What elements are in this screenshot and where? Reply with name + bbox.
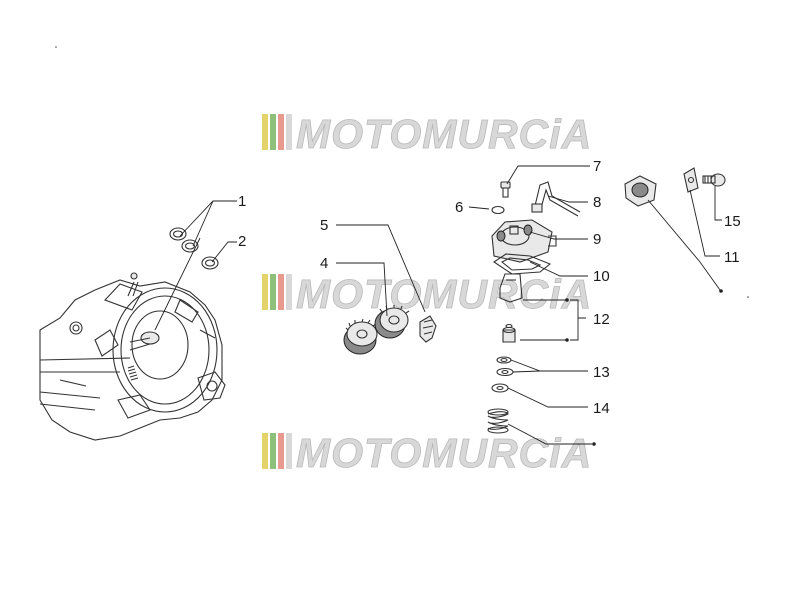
leader-line-7 — [506, 165, 590, 185]
washer-part-14 — [491, 383, 509, 393]
leader-line-1 — [154, 200, 237, 331]
leader-line-spring — [507, 423, 592, 445]
leader-lines — [154, 165, 749, 446]
leader-line-5 — [336, 224, 426, 313]
leader-line-15 — [714, 186, 722, 221]
watermark-stripe-yellow — [262, 274, 268, 310]
leader-dot-12a — [565, 298, 569, 302]
leader-line-2 — [211, 241, 237, 263]
leader-line-6 — [468, 206, 490, 210]
cap-part-unnumbered — [624, 175, 657, 207]
leader-line-11 — [689, 189, 720, 257]
leader-line-10 — [529, 261, 588, 277]
watermark-stripe-grey — [286, 114, 292, 150]
washer-part-6 — [491, 205, 505, 215]
stray-dot-right — [747, 296, 749, 298]
watermark-stripe-red — [278, 274, 284, 310]
watermark-stripe-yellow — [262, 114, 268, 150]
callout-2: 2 — [238, 233, 246, 250]
callout-7: 7 — [593, 158, 601, 175]
leader-line-9 — [529, 231, 588, 240]
stray-dot — [55, 46, 57, 48]
watermark-top: MOTOMURCiA — [262, 111, 592, 157]
callout-10: 10 — [593, 268, 610, 285]
leader-line-13 — [510, 359, 588, 373]
callout-5: 5 — [320, 217, 328, 234]
watermark-stripe-yellow — [262, 433, 268, 469]
shaft-part — [419, 315, 437, 343]
callout-15: 15 — [724, 213, 741, 230]
leader-line-cap — [647, 199, 721, 291]
o-ring-part-2 — [201, 256, 219, 270]
callout-9: 9 — [593, 231, 601, 248]
watermark-text: MOTOMURCiA — [296, 111, 592, 157]
bolt-part-7 — [500, 181, 511, 198]
watermark-stripe-red — [278, 114, 284, 150]
callout-12: 12 — [593, 311, 610, 328]
leader-line-8 — [547, 195, 588, 203]
watermark-stripe-grey — [286, 433, 292, 469]
leader-dot-spring — [592, 442, 596, 446]
fitting-part-8 — [531, 181, 581, 217]
clip-part-11 — [683, 167, 699, 193]
pump-body-part-9 — [491, 219, 557, 263]
callout-11: 11 — [724, 249, 740, 266]
leader-dot-cap — [719, 289, 723, 293]
watermark-bottom: MOTOMURCiA — [262, 430, 592, 476]
callout-6: 6 — [455, 199, 463, 216]
callout-8: 8 — [593, 194, 601, 211]
callout-13: 13 — [593, 364, 610, 381]
gear-part-4 — [343, 318, 378, 355]
washers-part-13 — [496, 356, 514, 377]
watermark-stripe-red — [278, 433, 284, 469]
leader-line-12 — [520, 299, 586, 341]
watermark-stripe-green — [270, 433, 276, 469]
bolt-part-15 — [702, 173, 726, 187]
leader-line-4 — [336, 262, 388, 317]
callout-labels: 1 2 4 5 6 7 8 9 10 11 12 13 14 15 — [238, 158, 741, 417]
watermark-stripe-green — [270, 274, 276, 310]
watermark-middle: MOTOMURCiA — [262, 271, 592, 317]
watermark-text: MOTOMURCiA — [296, 430, 592, 476]
watermark-stripe-grey — [286, 274, 292, 310]
spring-part — [487, 408, 509, 434]
leader-line-14 — [507, 387, 588, 408]
callout-14: 14 — [593, 400, 610, 417]
callout-4: 4 — [320, 255, 328, 272]
callout-1: 1 — [238, 193, 246, 210]
watermark-text: MOTOMURCiA — [296, 271, 592, 317]
watermark-stripe-green — [270, 114, 276, 150]
valve-part-12 — [499, 273, 523, 343]
leader-dot-12b — [565, 338, 569, 342]
engine-crankcase — [39, 272, 226, 441]
